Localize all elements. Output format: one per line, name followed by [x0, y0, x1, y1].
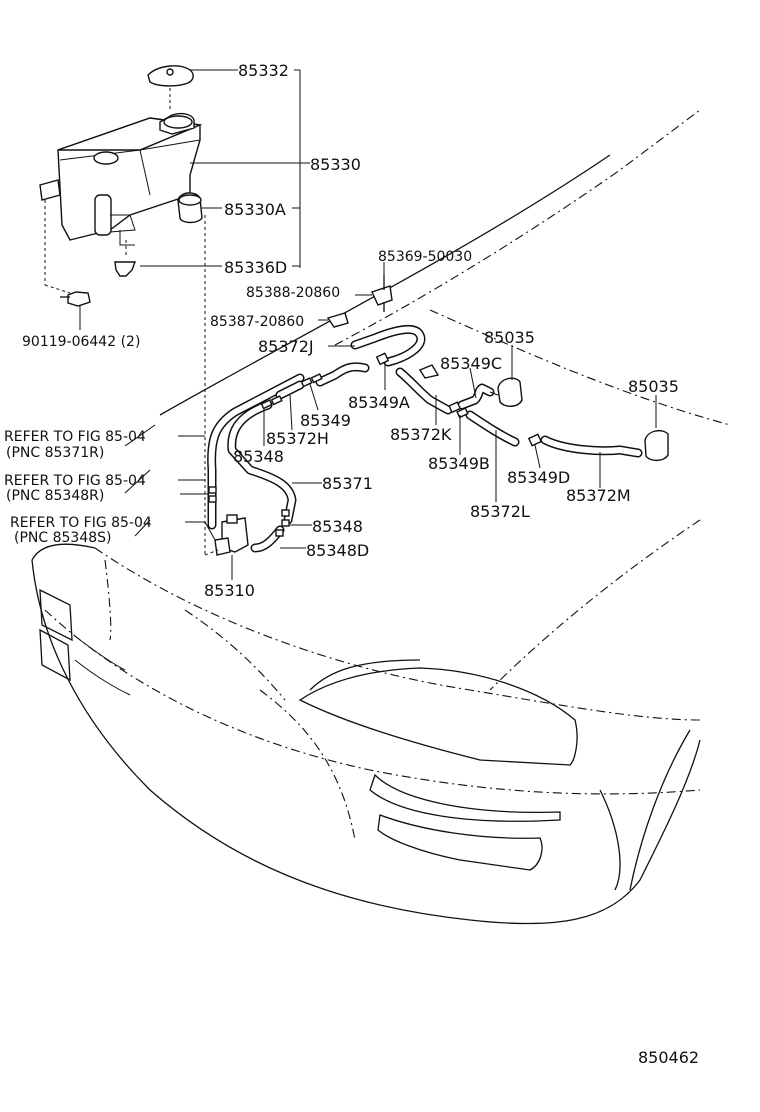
label-85349c: 85349C	[440, 354, 502, 373]
label-85336d: 85336D	[224, 258, 287, 277]
refer-notes: REFER TO FIG 85-04 (PNC 85371R) REFER TO…	[4, 429, 152, 546]
washer-reservoir-tank[interactable]	[39, 112, 203, 246]
part-labels: 85332 85330 85330A 85336D 90119-06442 (2…	[22, 61, 699, 1067]
label-85330a: 85330A	[224, 200, 286, 219]
refer-note-3-line1: REFER TO FIG 85-04	[10, 515, 152, 531]
label-85372l: 85372L	[470, 502, 530, 521]
label-85349b: 85349B	[428, 454, 490, 473]
label-85330: 85330	[310, 155, 361, 174]
label-85349: 85349	[300, 411, 351, 430]
label-90119-06442: 90119-06442 (2)	[22, 334, 140, 350]
label-85372h: 85372H	[266, 429, 329, 448]
washer-nozzle-right[interactable]	[644, 429, 669, 462]
mounting-bolt[interactable]	[44, 200, 91, 307]
refer-note-2-line2: (PNC 85348R)	[6, 488, 104, 504]
label-85348d: 85348D	[306, 541, 369, 560]
label-85035-left: 85035	[484, 328, 535, 347]
refer-note-2-line1: REFER TO FIG 85-04	[4, 473, 146, 489]
figure-reference-number: 850462	[638, 1048, 699, 1067]
label-85332: 85332	[238, 61, 289, 80]
refer-note-1-line1: REFER TO FIG 85-04	[4, 429, 146, 445]
leader-lines	[79, 69, 657, 580]
refer-note-1-line2: (PNC 85371R)	[6, 445, 104, 461]
label-85310: 85310	[204, 581, 255, 600]
hose-brackets[interactable]	[326, 275, 440, 379]
label-85372k: 85372K	[390, 425, 452, 444]
washer-nozzle-left[interactable]	[489, 377, 523, 407]
label-85371: 85371	[322, 474, 373, 493]
label-85369-50030: 85369-50030	[378, 249, 472, 265]
reservoir-clip[interactable]	[114, 240, 137, 277]
refer-note-3-line2: (PNC 85348S)	[14, 530, 112, 546]
car-body-outline	[31, 109, 731, 925]
label-85348-lower: 85348	[312, 517, 363, 536]
label-85349a: 85349A	[348, 393, 410, 412]
label-85349d: 85349D	[507, 468, 570, 487]
label-85387-20860: 85387-20860	[210, 314, 304, 330]
label-85035-right: 85035	[628, 377, 679, 396]
label-85348-upper: 85348	[233, 447, 284, 466]
label-85388-20860: 85388-20860	[246, 285, 340, 301]
reservoir-grommet[interactable]	[177, 192, 203, 224]
reservoir-cap[interactable]	[147, 65, 194, 110]
label-85372j: 85372J	[258, 337, 314, 356]
label-85372m: 85372M	[566, 486, 631, 505]
washer-pump[interactable]	[204, 215, 249, 556]
